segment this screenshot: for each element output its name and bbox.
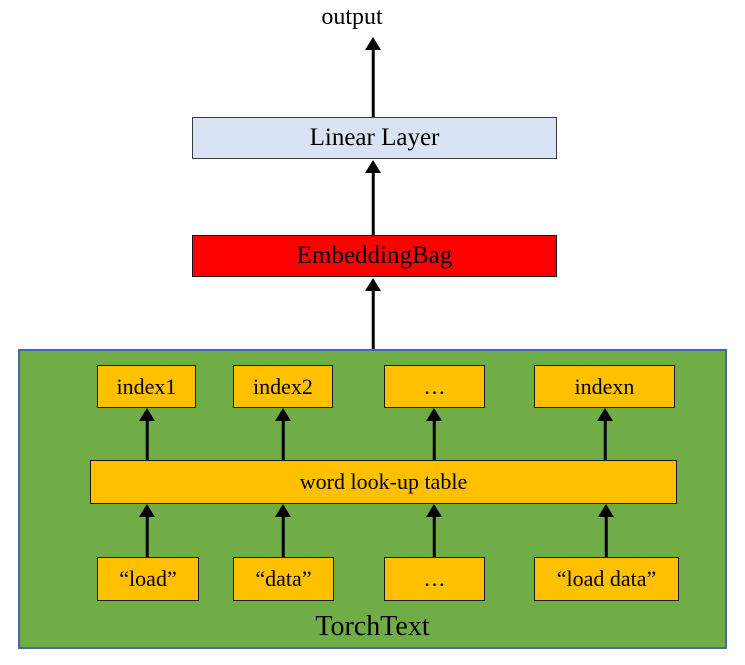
- arrow-up-to-linear: [365, 160, 381, 235]
- arrow-shaft: [432, 417, 436, 460]
- word-lookup-table-box: word look-up table: [90, 460, 677, 504]
- arrow-head-icon: [365, 160, 381, 173]
- arrow-shaft: [603, 417, 607, 460]
- token-load-box: “load”: [97, 557, 199, 601]
- arrow-up-to-index-ellipsis: [426, 408, 442, 460]
- indexn-box: indexn: [534, 365, 675, 408]
- torchtext-title: TorchText: [315, 611, 430, 642]
- output-label: output: [321, 4, 383, 30]
- arrow-shaft: [371, 46, 375, 117]
- embeddingbag-label: EmbeddingBag: [296, 242, 453, 269]
- index2-label: index2: [253, 373, 313, 399]
- token-ellipsis-box: …: [384, 557, 485, 601]
- embeddingbag-box: EmbeddingBag: [192, 235, 557, 277]
- index2-box: index2: [233, 365, 333, 408]
- linear-layer-box: Linear Layer: [192, 117, 557, 159]
- arrow-up-to-index2: [275, 408, 291, 460]
- arrow-up-from-token-ellipsis: [426, 504, 442, 557]
- arrow-head-icon: [365, 278, 381, 291]
- token-load-label: “load”: [119, 566, 177, 591]
- arrow-shaft: [281, 417, 285, 460]
- arrow-head-icon: [426, 408, 442, 421]
- token-load-data-label: “load data”: [556, 566, 657, 591]
- arrow-head-icon: [365, 37, 381, 50]
- indexn-label: indexn: [574, 373, 635, 399]
- arrow-head-icon: [426, 504, 442, 517]
- arrow-head-icon: [275, 504, 291, 517]
- torchtext-container: index1 index2 … indexn word: [18, 349, 727, 649]
- index1-label: index1: [116, 373, 177, 399]
- arrow-head-icon: [598, 504, 614, 517]
- arrow-up-from-load-data: [598, 504, 614, 557]
- token-data-label: “data”: [255, 566, 312, 591]
- index-ellipsis-box: …: [384, 365, 485, 408]
- index-ellipsis-label: …: [423, 373, 446, 399]
- arrow-head-icon: [139, 504, 155, 517]
- arrow-shaft: [145, 513, 149, 557]
- arrow-shaft: [145, 417, 149, 460]
- arrow-shaft: [281, 513, 285, 557]
- arrow-up-to-index1: [139, 408, 155, 460]
- word-lookup-table-label: word look-up table: [299, 469, 468, 494]
- arrow-head-icon: [597, 408, 613, 421]
- token-load-data-box: “load data”: [534, 557, 679, 601]
- token-data-box: “data”: [233, 557, 334, 601]
- arrow-shaft: [604, 513, 608, 557]
- arrow-up-to-output: [365, 37, 381, 117]
- index1-box: index1: [97, 365, 196, 408]
- arrow-shaft: [371, 287, 375, 349]
- arrow-head-icon: [139, 408, 155, 421]
- arrow-shaft: [371, 169, 375, 235]
- arrow-head-icon: [275, 408, 291, 421]
- arrow-up-from-data: [275, 504, 291, 557]
- arrow-up-from-load: [139, 504, 155, 557]
- arrow-up-to-embeddingbag: [365, 278, 381, 349]
- arrow-shaft: [432, 513, 436, 557]
- arrow-up-to-indexn: [597, 408, 613, 460]
- token-ellipsis-label: …: [423, 566, 446, 591]
- linear-layer-label: Linear Layer: [309, 124, 440, 151]
